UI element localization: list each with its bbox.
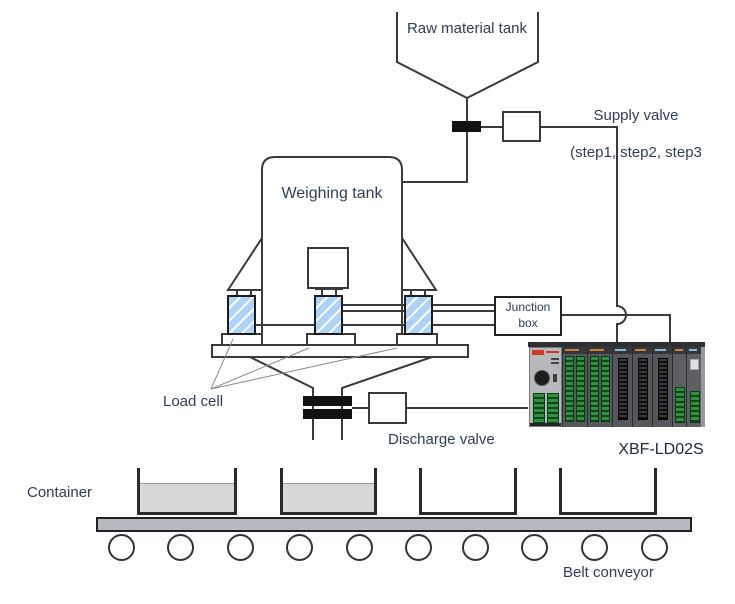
supply-valve-label-line1: Supply valve bbox=[593, 107, 679, 125]
weighing-tank-label: Weighing tank bbox=[281, 185, 383, 202]
plc-connector-module bbox=[652, 347, 672, 427]
plc-brand-badge bbox=[532, 350, 544, 355]
load-cell bbox=[314, 295, 343, 335]
supply-valve-box bbox=[502, 111, 541, 142]
discharge-valve-box bbox=[368, 392, 407, 424]
container-box bbox=[280, 468, 377, 515]
left-support-bracket bbox=[226, 234, 263, 291]
belt-conveyor-label: Belt conveyor bbox=[563, 564, 654, 581]
plc-cpu-footer bbox=[530, 423, 561, 426]
plc-io-module bbox=[562, 347, 587, 427]
load-cell-wires bbox=[256, 304, 494, 326]
roller-icon bbox=[108, 534, 135, 561]
load-cell-base-right bbox=[396, 333, 438, 346]
plc-terminal-block bbox=[547, 393, 559, 424]
roller-icon bbox=[405, 534, 432, 561]
load-cell bbox=[227, 295, 256, 335]
raw-material-tank-label: Raw material tank bbox=[406, 20, 528, 37]
container-material-fill bbox=[283, 483, 374, 512]
roller-icon bbox=[641, 534, 668, 561]
roller-icon bbox=[462, 534, 489, 561]
plc-mode-knob-icon bbox=[534, 370, 550, 386]
roller-icon bbox=[521, 534, 548, 561]
load-cell-base-left bbox=[221, 333, 263, 346]
plc-terminal-block bbox=[533, 393, 545, 424]
supply-pipe bbox=[403, 98, 468, 183]
platform-bar bbox=[211, 344, 469, 358]
supply-valve-label: Supply valve (step1, step2, step3 bbox=[538, 89, 734, 162]
plc-usb-port-icon bbox=[690, 359, 699, 370]
center-mount-block bbox=[307, 247, 349, 289]
plc-photo bbox=[528, 342, 705, 430]
container-material-fill bbox=[140, 483, 234, 512]
discharge-valve-bar-bottom bbox=[303, 409, 352, 419]
supply-valve-label-line2: (step1, step2, step3 bbox=[570, 143, 702, 161]
container-box bbox=[559, 468, 657, 515]
plc-dip-switch-icon bbox=[551, 358, 559, 366]
plc-top-rail bbox=[528, 342, 705, 347]
roller-icon bbox=[346, 534, 373, 561]
supply-valve-cable bbox=[541, 126, 627, 342]
discharge-valve-label: Discharge valve bbox=[388, 431, 495, 448]
roller-icon bbox=[227, 534, 254, 561]
load-cell-base-middle bbox=[306, 333, 356, 346]
discharge-valve-bar-top bbox=[303, 396, 352, 406]
plc-cpu-module bbox=[529, 347, 562, 427]
load-cell-pointer-lines bbox=[210, 338, 398, 390]
roller-icon bbox=[581, 534, 608, 561]
roller-icon bbox=[286, 534, 313, 561]
supply-valve-bar bbox=[452, 121, 481, 132]
junction-box: Junction box bbox=[494, 296, 562, 336]
container-box bbox=[137, 468, 237, 515]
container-box bbox=[419, 468, 517, 515]
container-label: Container bbox=[27, 484, 93, 501]
plc-io-module bbox=[686, 347, 701, 427]
plc-connector-nub bbox=[553, 374, 557, 382]
load-cell bbox=[404, 295, 433, 335]
plc-io-module bbox=[672, 347, 686, 427]
load-cell-caps bbox=[231, 288, 431, 295]
plc-model-label: XBF-LD02S bbox=[618, 441, 704, 458]
roller-icon bbox=[167, 534, 194, 561]
plc-connector-module bbox=[632, 347, 652, 427]
plc-io-modules bbox=[562, 347, 701, 427]
belt-conveyor-bar bbox=[96, 517, 692, 532]
weighing-tank-outline bbox=[261, 156, 403, 345]
plc-end-cap bbox=[701, 347, 705, 427]
hopper-funnel bbox=[249, 356, 433, 440]
plc-io-module bbox=[587, 347, 612, 427]
plc-connector-module bbox=[612, 347, 632, 427]
right-support-bracket bbox=[401, 234, 438, 291]
load-cell-label: Load cell bbox=[163, 393, 224, 410]
plc-brand-stripe bbox=[546, 351, 559, 353]
junction-box-cable bbox=[562, 314, 671, 342]
